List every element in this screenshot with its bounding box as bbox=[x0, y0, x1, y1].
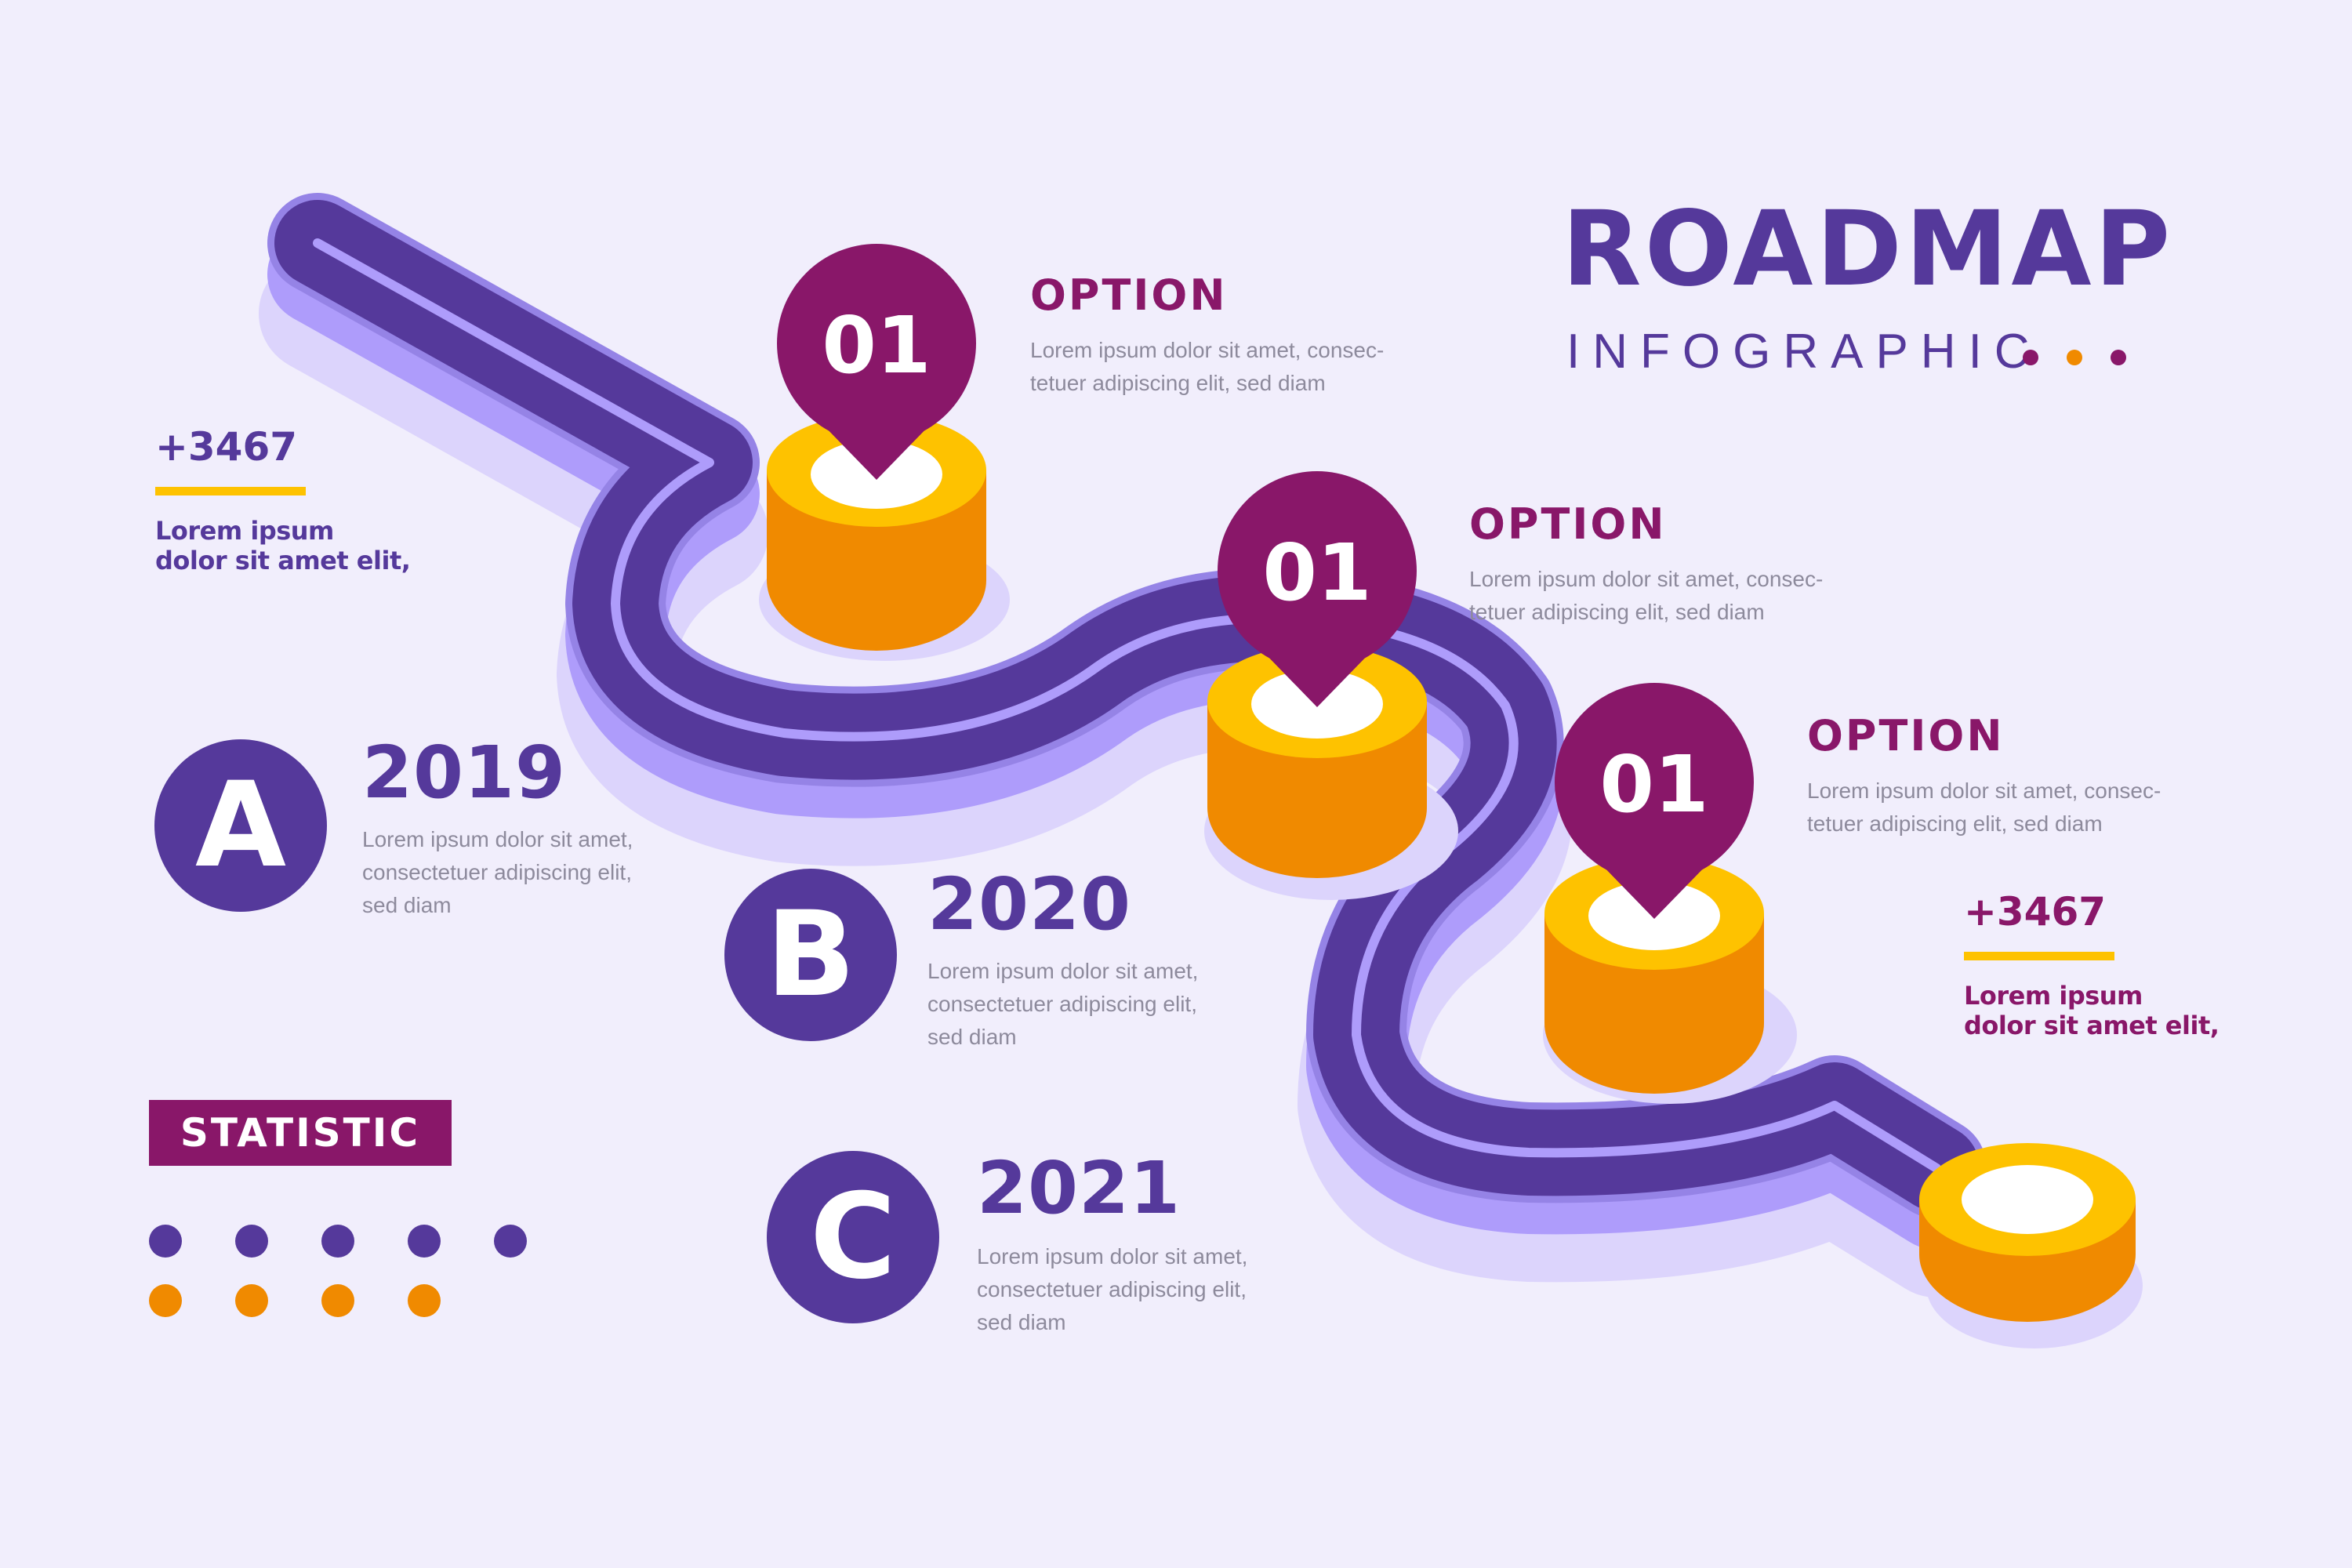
milestone-year: 2021 bbox=[977, 1146, 1181, 1230]
option-text: Lorem ipsum dolor sit amet, consec-tetue… bbox=[1807, 779, 2161, 836]
option-3: OPTION Lorem ipsum dolor sit amet, conse… bbox=[1807, 715, 2246, 840]
statistic-dots-orange bbox=[149, 1284, 441, 1317]
dot-icon bbox=[149, 1284, 182, 1317]
option-heading: OPTION bbox=[1030, 270, 1228, 320]
page-subtitle: INFOGRAPHIC bbox=[1566, 325, 2042, 379]
location-pin-2[interactable]: 01 bbox=[1218, 471, 1417, 707]
stat-number: +3467 bbox=[155, 424, 298, 470]
dot-icon bbox=[149, 1225, 182, 1258]
option-text: Lorem ipsum dolor sit amet, consec-tetue… bbox=[1469, 567, 1824, 624]
stat-number: +3467 bbox=[1964, 889, 2107, 935]
option-text: Lorem ipsum dolor sit amet, consec-tetue… bbox=[1030, 338, 1385, 395]
dot-icon bbox=[408, 1225, 441, 1258]
milestone-year: 2020 bbox=[927, 862, 1132, 946]
pillar-3 bbox=[1543, 857, 1797, 1104]
dot-icon bbox=[2023, 350, 2038, 365]
location-pin-3[interactable]: 01 bbox=[1555, 683, 1754, 919]
title-decoration-dots bbox=[2023, 350, 2126, 365]
milestone-text: Lorem ipsum dolor sit amet,consectetuer … bbox=[977, 1244, 1248, 1334]
dot-icon bbox=[2067, 350, 2082, 365]
stat-underline bbox=[155, 487, 306, 495]
statistic-dots-purple bbox=[149, 1225, 527, 1258]
milestone-text: Lorem ipsum dolor sit amet,consectetuer … bbox=[362, 827, 633, 917]
svg-text:01: 01 bbox=[1262, 527, 1371, 619]
dot-icon bbox=[494, 1225, 527, 1258]
option-1: OPTION Lorem ipsum dolor sit amet, conse… bbox=[1030, 274, 1469, 400]
dot-icon bbox=[235, 1225, 268, 1258]
location-pin-1[interactable]: 01 bbox=[777, 244, 976, 480]
milestone-text: Lorem ipsum dolor sit amet,consectetuer … bbox=[927, 959, 1199, 1049]
pillar-end bbox=[1919, 1143, 2143, 1348]
dot-icon bbox=[321, 1225, 354, 1258]
option-heading: OPTION bbox=[1807, 711, 2005, 760]
statistic-label: STATISTIC bbox=[149, 1100, 452, 1166]
dot-icon bbox=[321, 1284, 354, 1317]
milestone-badge: B bbox=[724, 869, 897, 1041]
option-2: OPTION Lorem ipsum dolor sit amet, conse… bbox=[1469, 503, 1908, 629]
dot-icon bbox=[2111, 350, 2126, 365]
dot-icon bbox=[235, 1284, 268, 1317]
dot-icon bbox=[408, 1284, 441, 1317]
svg-text:01: 01 bbox=[1599, 739, 1708, 830]
option-heading: OPTION bbox=[1469, 499, 1667, 549]
milestone-badge: C bbox=[767, 1151, 939, 1323]
milestone-badge: A bbox=[154, 739, 327, 912]
svg-text:01: 01 bbox=[822, 299, 931, 391]
milestone-year: 2019 bbox=[362, 731, 567, 815]
stat-underline bbox=[1964, 952, 2114, 960]
page-title: ROADMAP bbox=[1562, 189, 2174, 310]
